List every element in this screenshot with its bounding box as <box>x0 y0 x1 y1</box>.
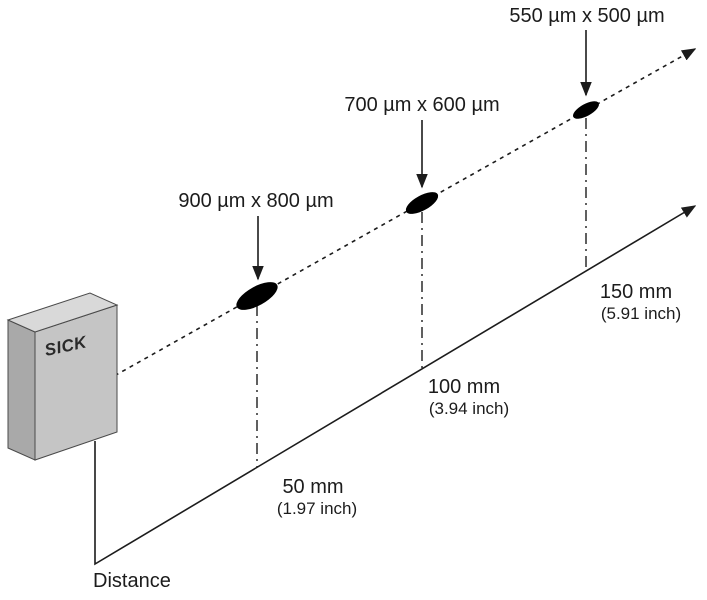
distance-axis-arrow <box>94 205 697 566</box>
light-spot-150mm <box>572 101 600 119</box>
sensor-box-top-face <box>6 292 119 333</box>
spot-size-label-100mm: 700 µm x 600 µm <box>344 94 499 116</box>
distance-inch-100: (3.94 inch) <box>429 399 509 418</box>
distance-mm-100: 100 mm <box>428 376 500 398</box>
distance-label-100mm: 100 mm (3.94 inch) <box>428 376 509 418</box>
beam-dashed-arrow <box>99 48 697 385</box>
distance-label-150mm: 150 mm (5.91 inch) <box>600 281 681 323</box>
spot-size-label-150mm: 550 µm x 500 µm <box>509 5 664 27</box>
spot-size-label-50mm: 900 µm x 800 µm <box>178 190 333 212</box>
distance-label-50mm: 50 mm (1.97 inch) <box>277 476 357 518</box>
light-spot-50mm <box>236 282 278 310</box>
distance-mm-150: 150 mm <box>600 281 672 303</box>
distance-axis-label: Distance <box>93 570 171 592</box>
sensor-box: SICK <box>6 292 119 461</box>
sensor-box-side-face <box>7 319 36 461</box>
light-spot-100mm <box>405 192 439 214</box>
distance-inch-50: (1.97 inch) <box>277 499 357 518</box>
distance-inch-150: (5.91 inch) <box>601 304 681 323</box>
distance-mm-50: 50 mm <box>282 476 343 498</box>
